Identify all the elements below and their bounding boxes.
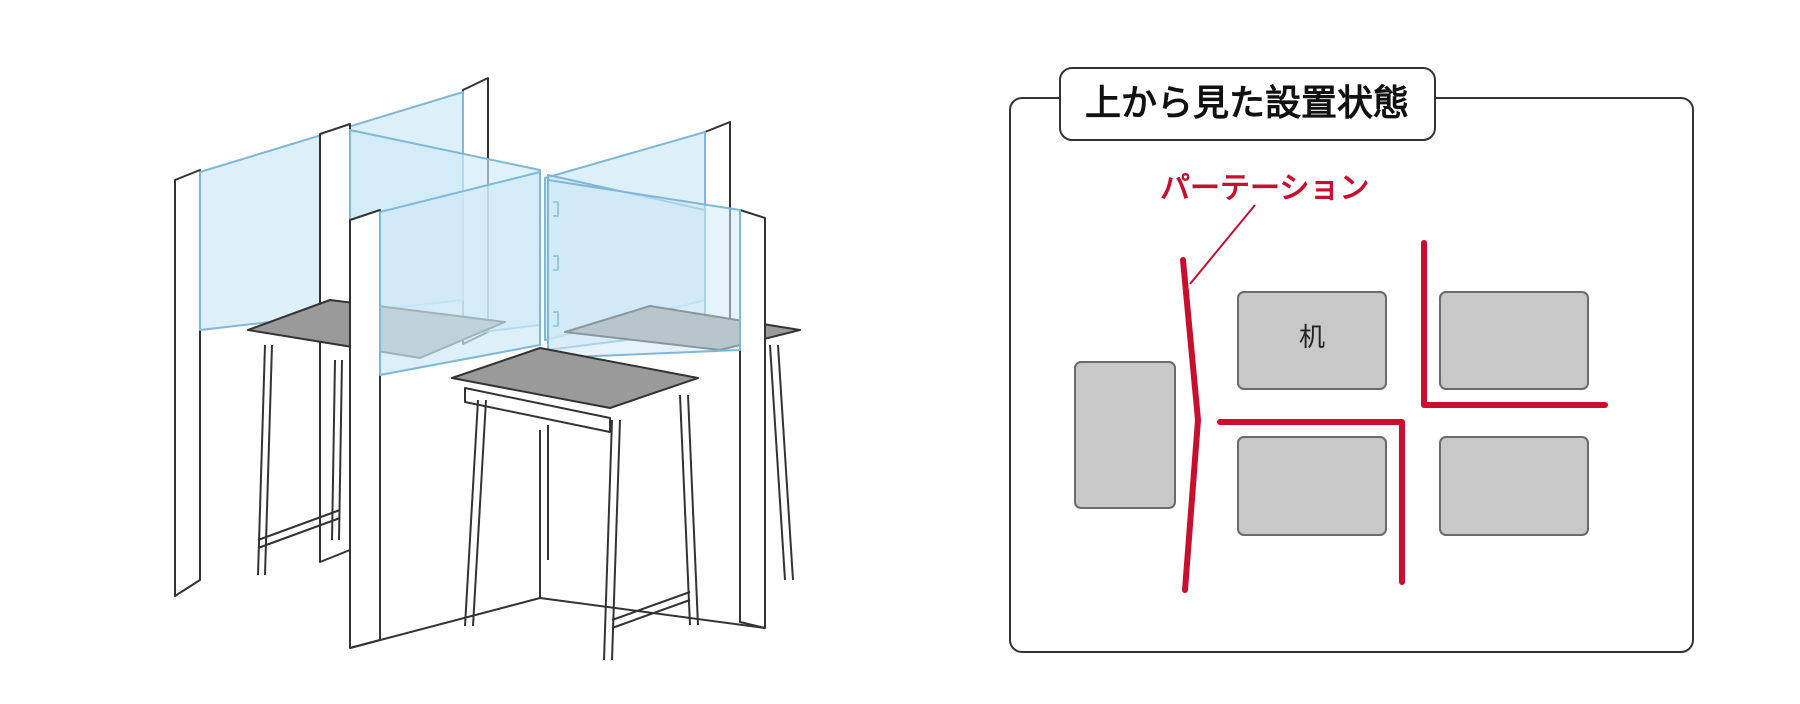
- partition-label: パーテーション: [1160, 171, 1369, 206]
- desk-legs-back: [257, 344, 794, 581]
- floor-line: [349, 597, 766, 649]
- desk-label: 机: [1299, 323, 1325, 353]
- partition-left: [1180, 257, 1201, 593]
- desk-bottom-right: [1439, 436, 1589, 536]
- desk-body-front: [464, 387, 611, 433]
- desk-top-left: [1237, 291, 1387, 390]
- top-view-title: 上から見た設置状態: [1085, 83, 1409, 124]
- front-left-board: [349, 209, 381, 649]
- partition-leader-line: [1189, 204, 1256, 285]
- partition-center: [1217, 419, 1405, 585]
- desk-top-right: [1439, 291, 1589, 390]
- partition-right: [1421, 240, 1608, 408]
- acrylic-panel-front: [379, 171, 541, 376]
- desk-top-front: [451, 347, 699, 409]
- acrylic-panel-front-right: [547, 179, 741, 359]
- front-right-board: [739, 209, 766, 629]
- back-left-board: [174, 169, 201, 597]
- top-view-title-box: [1059, 67, 1436, 141]
- desk-left: [1074, 361, 1176, 509]
- partitioned-desks-illustration: [174, 77, 801, 661]
- top-view-diagram: 上から見た設置状態 パーテーション 机: [1009, 67, 1694, 653]
- desks: [1074, 291, 1589, 536]
- desk-bottom-left: [1237, 436, 1387, 536]
- partitions: [1180, 240, 1608, 593]
- desk-legs-front: [464, 394, 699, 661]
